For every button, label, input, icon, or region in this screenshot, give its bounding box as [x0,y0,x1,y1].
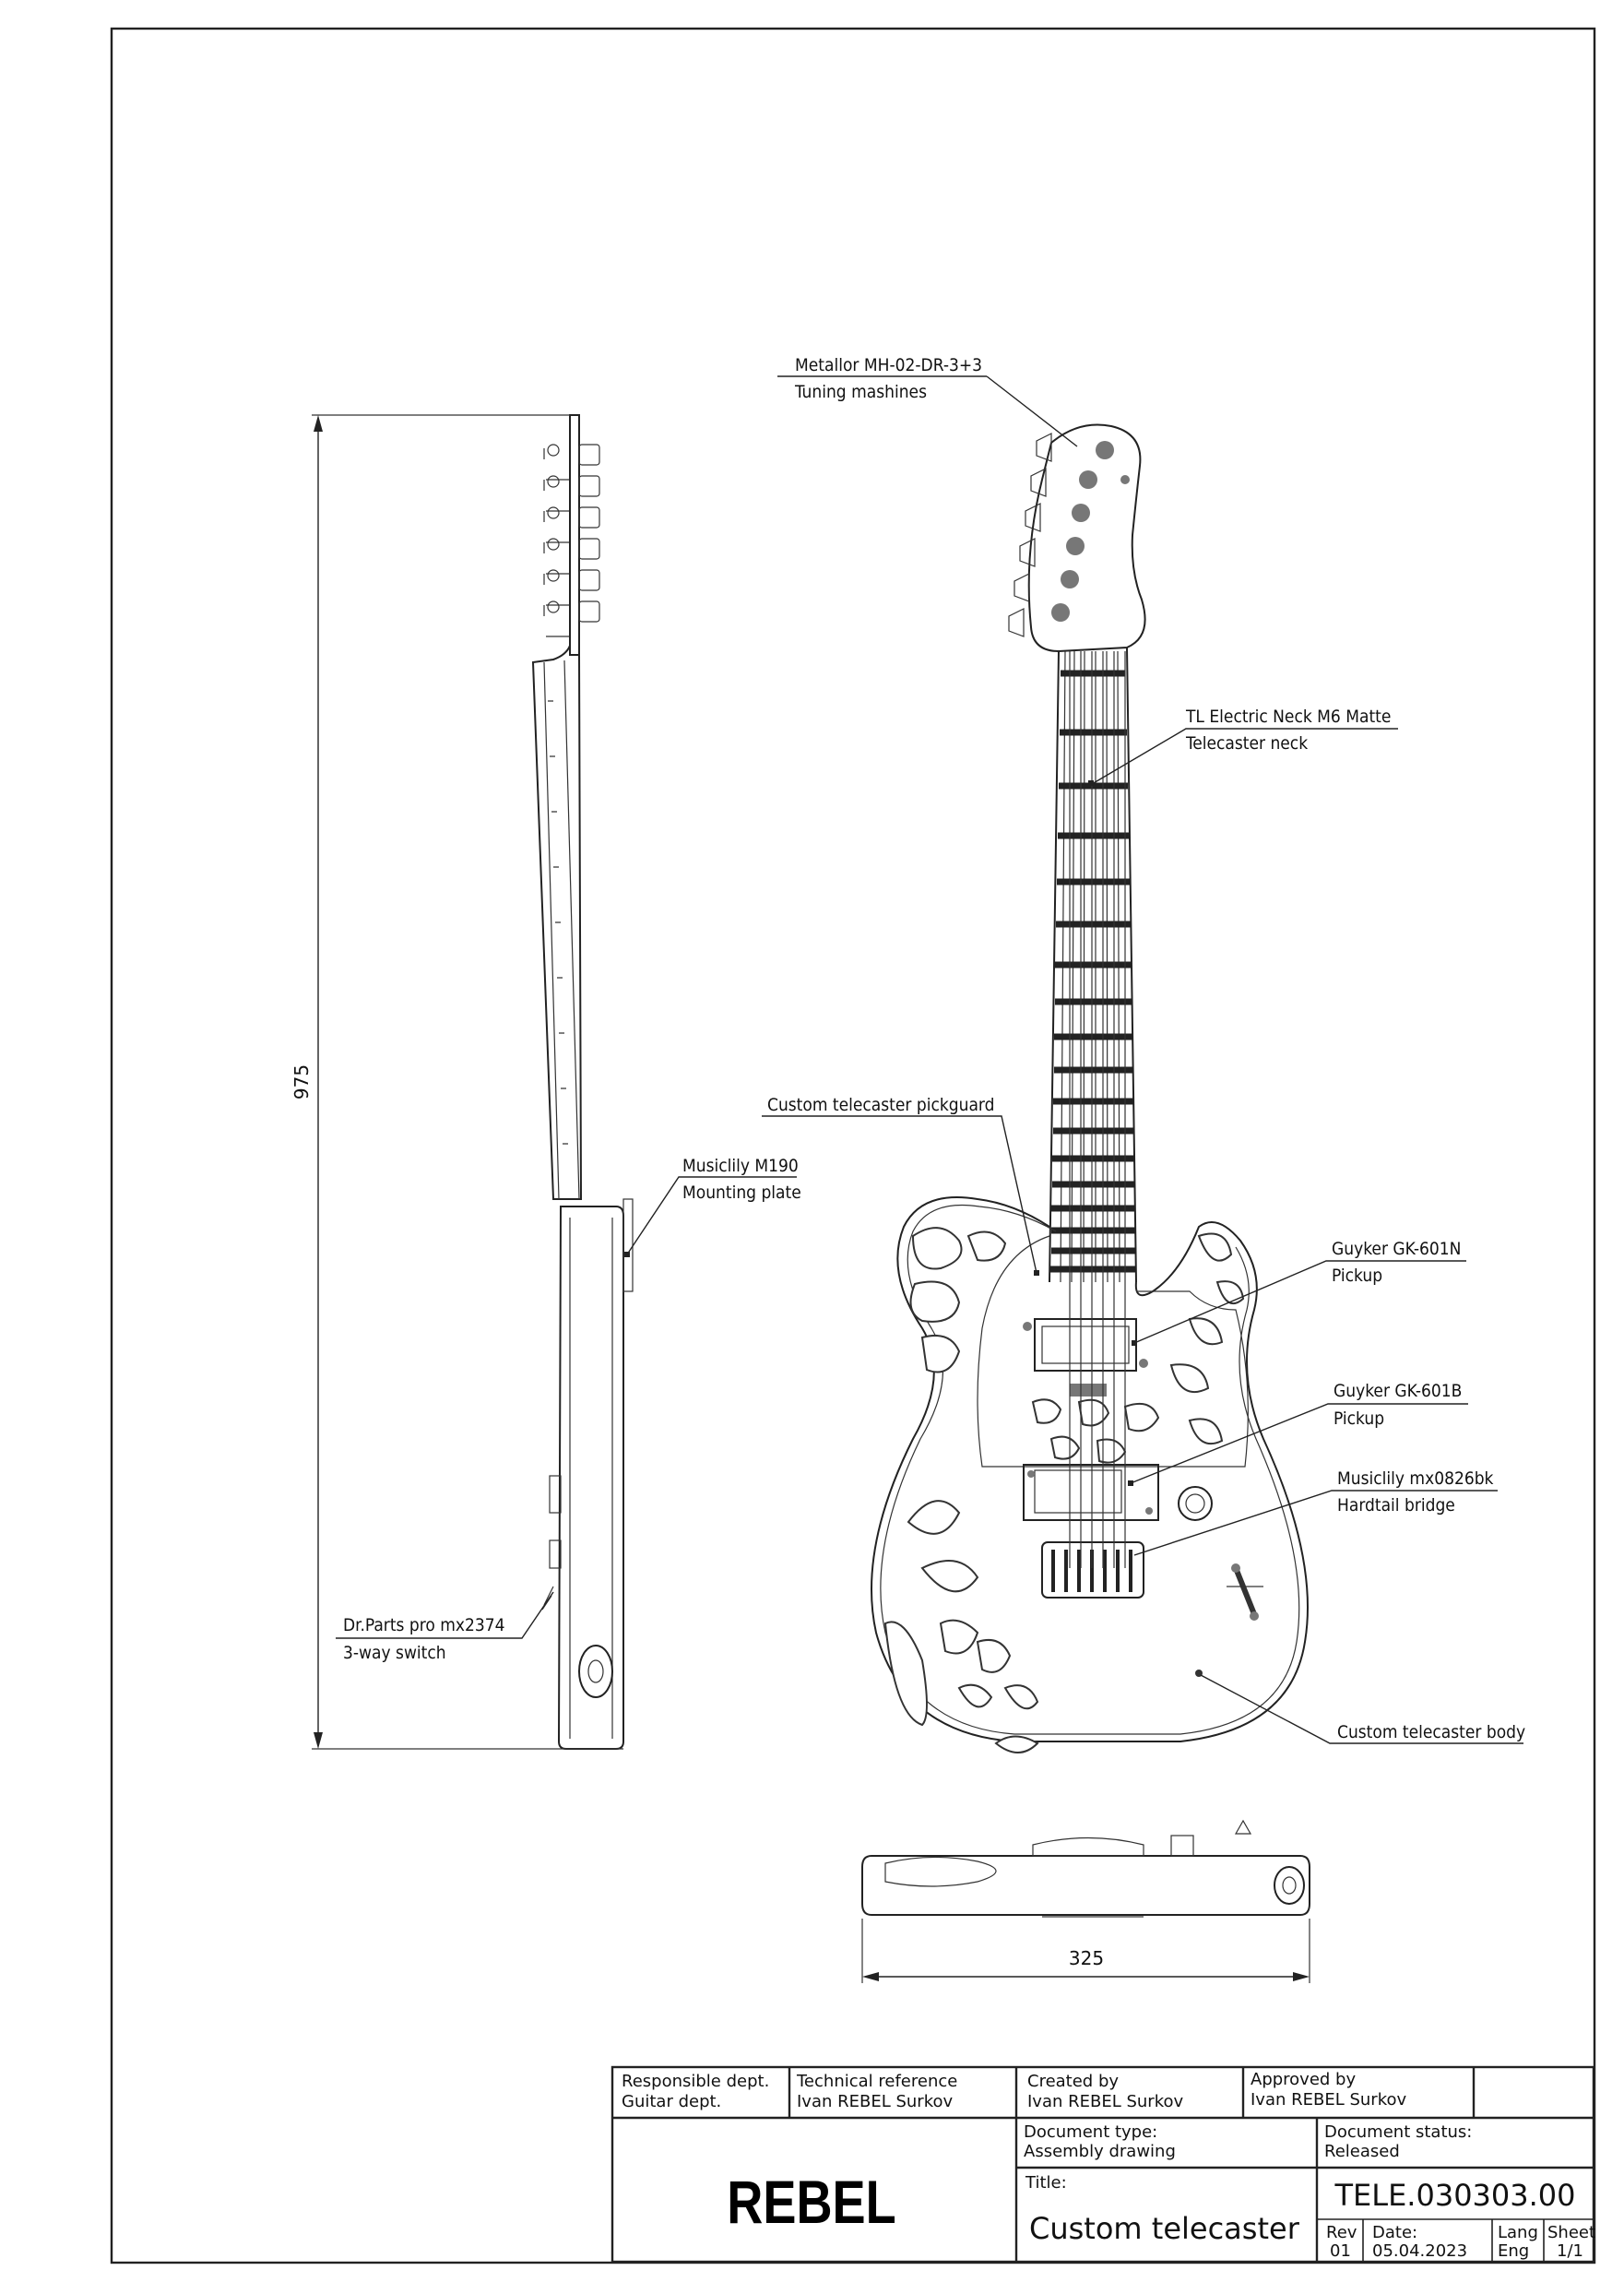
pickguard [977,1235,1249,1468]
callout-body-label: Custom telecaster body [1337,1722,1525,1742]
tech-ref-label: Technical reference [796,2072,957,2091]
callout-mounting-plate: Musiclily M190 Mounting plate [624,1156,801,1257]
guitar-body-outline [871,1196,1309,1742]
callout-pickup-bridge-sublabel: Pickup [1334,1408,1384,1429]
callout-pickguard-label: Custom telecaster pickguard [767,1095,994,1115]
tech-ref-value: Ivan REBEL Surkov [797,2092,954,2111]
callout-bridge-sublabel: Hardtail bridge [1337,1495,1455,1515]
lang-label: Lang [1498,2223,1538,2242]
created-by-label: Created by [1027,2072,1119,2091]
rev-value: 01 [1330,2241,1351,2261]
callout-switch: Dr.Parts pro mx2374 3-way switch [336,1591,554,1663]
side-view: 975 [290,414,634,1750]
callout-tuners: Metallor MH-02-DR-3+3 Tuning mashines [777,355,1078,447]
responsible-dept-label: Responsible dept. [622,2072,769,2091]
title-block [610,2065,1595,2264]
tuning-pegs [1008,433,1052,637]
callout-bridge-label: Musiclily mx0826bk [1337,1468,1494,1489]
callout-tuners-label: Metallor MH-02-DR-3+3 [795,355,982,375]
title-label: Title: [1025,2173,1067,2193]
approved-by-value: Ivan REBEL Surkov [1251,2090,1407,2110]
dimension-length: 975 [290,1064,313,1099]
neck-pickup [1023,1318,1148,1372]
callout-mounting-plate-sublabel: Mounting plate [682,1183,801,1203]
callout-neck-label: TL Electric Neck M6 Matte [1185,707,1391,727]
approved-by-label: Approved by [1251,2070,1356,2089]
front-view [871,423,1309,1753]
sheet-value: 1/1 [1557,2241,1583,2261]
bridge-pickup [1023,1464,1159,1521]
doc-status-label: Document status: [1324,2122,1472,2142]
callout-pickup-neck-label: Guyker GK-601N [1332,1239,1461,1259]
date-label: Date: [1372,2223,1417,2242]
body-pattern [883,1227,1245,1753]
created-by-value: Ivan REBEL Surkov [1027,2092,1184,2111]
doc-type-label: Document type: [1024,2122,1157,2142]
dimension-width: 325 [1069,1947,1104,1969]
sheet-label: Sheet [1547,2223,1595,2242]
callout-neck: TL Electric Neck M6 Matte Telecaster nec… [1088,707,1398,786]
hardtail-bridge [1041,1541,1144,1599]
callout-bridge: Musiclily mx0826bk Hardtail bridge [1133,1468,1498,1556]
title-value: Custom telecaster [1029,2211,1300,2246]
callout-pickup-bridge-label: Guyker GK-601B [1334,1381,1462,1401]
company-logo: REBEL [727,2168,895,2236]
callout-pickguard: Custom telecaster pickguard [762,1095,1039,1276]
callout-neck-sublabel: Telecaster neck [1185,733,1308,754]
callout-body: Custom telecaster body [1200,1674,1525,1744]
callout-mounting-plate-label: Musiclily M190 [682,1156,799,1176]
doc-number: TELE.030303.00 [1334,2178,1575,2213]
callout-switch-label: Dr.Parts pro mx2374 [343,1615,504,1635]
bottom-view: 325 [861,1819,1310,1983]
callout-pickup-neck: Guyker GK-601N Pickup [1132,1239,1466,1346]
responsible-dept-value: Guitar dept. [622,2092,721,2111]
title-block-text: Responsible dept. Guitar dept. Technical… [622,2070,1595,2261]
callout-pickup-bridge: Guyker GK-601B Pickup [1128,1381,1468,1486]
callout-tuners-sublabel: Tuning mashines [794,382,927,402]
rev-label: Rev [1326,2223,1357,2242]
lang-value: Eng [1498,2241,1529,2261]
doc-type-value: Assembly drawing [1024,2142,1176,2161]
tuner-posts [1051,441,1130,622]
callout-pickup-neck-sublabel: Pickup [1332,1266,1382,1286]
doc-status-value: Released [1324,2142,1400,2161]
date-value: 05.04.2023 [1372,2241,1467,2261]
callout-switch-sublabel: 3-way switch [343,1643,446,1663]
